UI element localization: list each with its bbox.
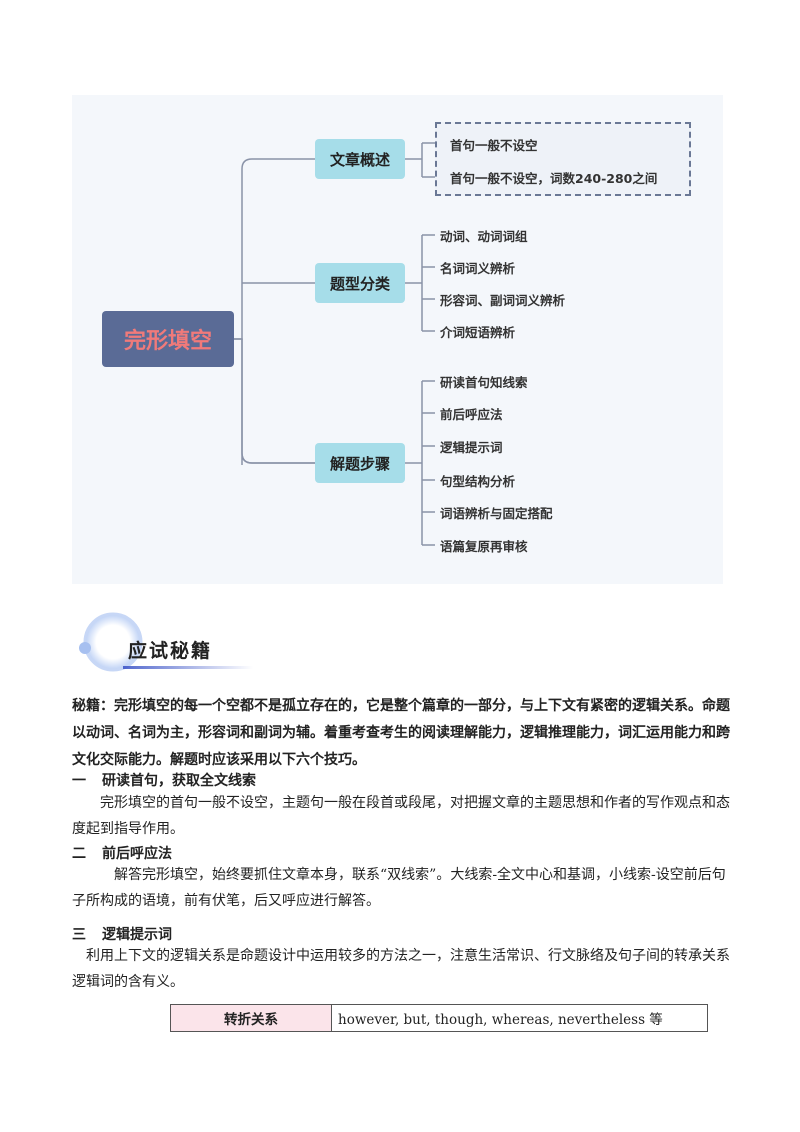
tip-number: 三	[72, 927, 86, 943]
table-value-cell: however, but, though, whereas, neverthel…	[331, 1004, 708, 1032]
tip-heading-3: 三逻辑提示词	[72, 924, 172, 944]
logic-words-table: 转折关系 however, but, though, whereas, neve…	[170, 1004, 708, 1032]
tip-heading-1: 一研读首句，获取全文线索	[72, 770, 256, 790]
tip-body-3: 利用上下文的逻辑关系是命题设计中运用较多的方法之一，注意生活常识、行文脉络及句子…	[72, 948, 730, 990]
branch-question-types: 题型分类	[315, 263, 405, 303]
type-item: 名词词义辨析	[440, 261, 516, 276]
overview-dashed-box	[435, 122, 691, 196]
type-item: 动词、动词词组	[440, 229, 528, 244]
tip-body-2: 解答完形填空，始终要抓住文章本身，联系“双线索”。大线索-全文中心和基调，小线索…	[72, 867, 726, 909]
mind-map: 完形填空 文章概述 题型分类 解题步骤 首句一般不设空 首句一般不设空，词数24…	[72, 95, 723, 584]
table-key-cell: 转折关系	[170, 1004, 332, 1032]
step-item: 逻辑提示词	[440, 440, 503, 455]
step-item: 前后呼应法	[440, 407, 503, 422]
overview-item: 首句一般不设空	[450, 138, 538, 153]
branch-overview: 文章概述	[315, 139, 405, 179]
intro-paragraph: 秘籍：完形填空的每一个空都不是孤立存在的，它是整个篇章的一部分，与上下文有紧密的…	[72, 698, 730, 768]
mind-map-connectors	[234, 142, 435, 546]
type-item: 形容词、副词词义辨析	[440, 293, 566, 308]
tip-title: 研读首句，获取全文线索	[102, 773, 256, 789]
tip-body-1: 完形填空的首句一般不设空，主题句一般在段首或段尾，对把握文章的主题思想和作者的写…	[72, 795, 730, 837]
step-item: 语篇复原再审核	[440, 539, 528, 554]
branch-solving-steps: 解题步骤	[315, 443, 405, 483]
tip-number: 二	[72, 846, 86, 862]
section-title: 应试秘籍	[128, 640, 213, 662]
step-item: 词语辨析与固定搭配	[440, 506, 553, 521]
tip-number: 一	[72, 773, 86, 789]
step-item: 句型结构分析	[440, 474, 516, 489]
section-banner-decoration	[79, 612, 253, 672]
table-row: 转折关系 however, but, though, whereas, neve…	[170, 1004, 708, 1032]
type-item: 介词短语辨析	[440, 325, 516, 340]
overview-item: 首句一般不设空，词数240-280之间	[450, 171, 658, 186]
tip-title: 逻辑提示词	[102, 927, 172, 943]
step-item: 研读首句知线索	[440, 375, 528, 390]
tip-title: 前后呼应法	[102, 846, 172, 862]
root-node: 完形填空	[102, 311, 234, 367]
tip-heading-2: 二前后呼应法	[72, 843, 172, 863]
